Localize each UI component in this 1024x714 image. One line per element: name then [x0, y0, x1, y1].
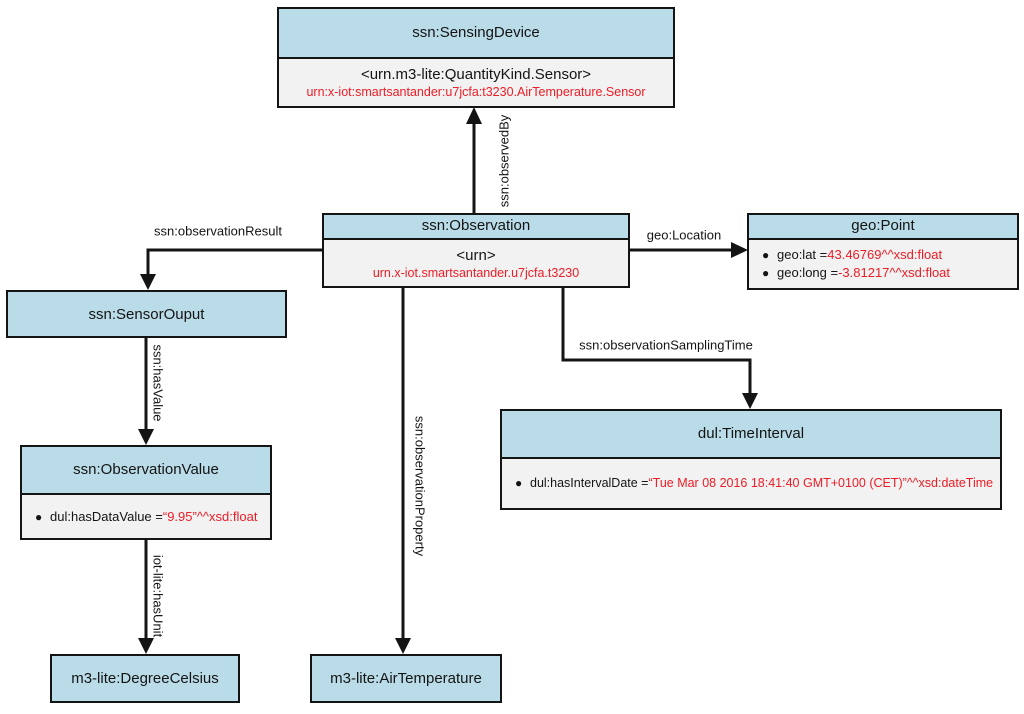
- edge-has-value-line: [138, 338, 154, 445]
- node-geo-point: geo:Point ● geo:lat = 43.46769^^xsd:float…: [747, 213, 1019, 290]
- node-observation-value-title: ssn:ObservationValue: [22, 447, 270, 495]
- edge-label-observed-by: ssn:observedBy: [496, 114, 512, 208]
- edge-label-has-value: ssn:hasValue: [150, 344, 166, 422]
- geo-long-value: -3.81217^^xsd:float: [838, 265, 951, 280]
- bullet-icon: ●: [762, 248, 770, 262]
- geo-long-attribute: ● geo:long = -3.81217^^xsd:float: [749, 264, 1017, 282]
- edge-label-observation-result: ssn:observationResult: [154, 223, 282, 239]
- has-interval-date-name: dul:hasIntervalDate =: [530, 476, 649, 490]
- edge-label-has-unit: iot-lite:hasUnit: [150, 554, 166, 638]
- bullet-icon: ●: [35, 509, 43, 524]
- bullet-icon: ●: [762, 266, 770, 280]
- node-observation-value: ssn:ObservationValue ● dul:hasDataValue =…: [20, 445, 272, 540]
- has-interval-date-attribute: ● dul:hasIntervalDate = “Tue Mar 08 2016 …: [502, 475, 1000, 492]
- edge-geo-location-line: [630, 242, 748, 258]
- edge-label-observation-sampling-time: ssn:observationSamplingTime: [579, 337, 753, 353]
- node-air-temperature: m3-lite:AirTemperature: [310, 654, 502, 703]
- node-sensing-device: ssn:SensingDevice <urn.m3-lite:QuantityK…: [277, 7, 675, 108]
- has-interval-date-value: “Tue Mar 08 2016 18:41:40 GMT+0100 (CET)…: [648, 476, 994, 490]
- observation-instance: <urn>: [456, 246, 496, 264]
- geo-lat-name: geo:lat =: [777, 247, 828, 262]
- observation-uri: urn.x-iot.smartsantander.u7jcfa.t3230: [372, 265, 580, 280]
- node-observation-title: ssn:Observation: [324, 215, 628, 240]
- has-data-value-attribute: ● dul:hasDataValue = “9.95”^^xsd:float: [22, 508, 270, 526]
- node-sensing-device-title: ssn:SensingDevice: [279, 9, 673, 59]
- geo-long-name: geo:long =: [777, 265, 839, 280]
- node-sensor-output: ssn:SensorOuput: [6, 290, 287, 338]
- edge-has-unit-line: [138, 540, 154, 654]
- edge-observed-by-line: [466, 107, 482, 214]
- has-data-value-value: “9.95”^^xsd:float: [162, 508, 258, 524]
- geo-lat-value: 43.46769^^xsd:float: [827, 247, 943, 262]
- edge-observation-sampling-time-line: [561, 288, 758, 409]
- sensing-device-uri: urn:x-iot:smartsantander:u7jcfa:t3230.Ai…: [306, 85, 646, 99]
- geo-lat-attribute: ● geo:lat = 43.46769^^xsd:float: [749, 246, 1017, 264]
- edge-label-geo-location: geo:Location: [646, 227, 722, 243]
- node-degree-celsius-title: m3-lite:DegreeCelsius: [71, 670, 219, 687]
- node-observation: ssn:Observation <urn> urn.x-iot.smartsan…: [322, 213, 630, 288]
- node-time-interval: dul:TimeInterval ● dul:hasIntervalDate = …: [500, 409, 1002, 510]
- node-time-interval-title: dul:TimeInterval: [502, 411, 1000, 459]
- edge-label-observation-property: ssn:observationProperty: [412, 415, 428, 557]
- node-air-temperature-title: m3-lite:AirTemperature: [330, 670, 482, 687]
- node-sensor-output-title: ssn:SensorOuput: [88, 305, 205, 323]
- bullet-icon: ●: [515, 476, 523, 490]
- sensing-device-instance: <urn.m3-lite:QuantityKind.Sensor>: [360, 66, 592, 83]
- edge-observation-result-line: [140, 248, 322, 290]
- edge-observation-property-line: [395, 288, 411, 654]
- node-geo-point-title: geo:Point: [749, 215, 1017, 240]
- has-data-value-name: dul:hasDataValue =: [50, 508, 163, 524]
- node-degree-celsius: m3-lite:DegreeCelsius: [50, 654, 240, 703]
